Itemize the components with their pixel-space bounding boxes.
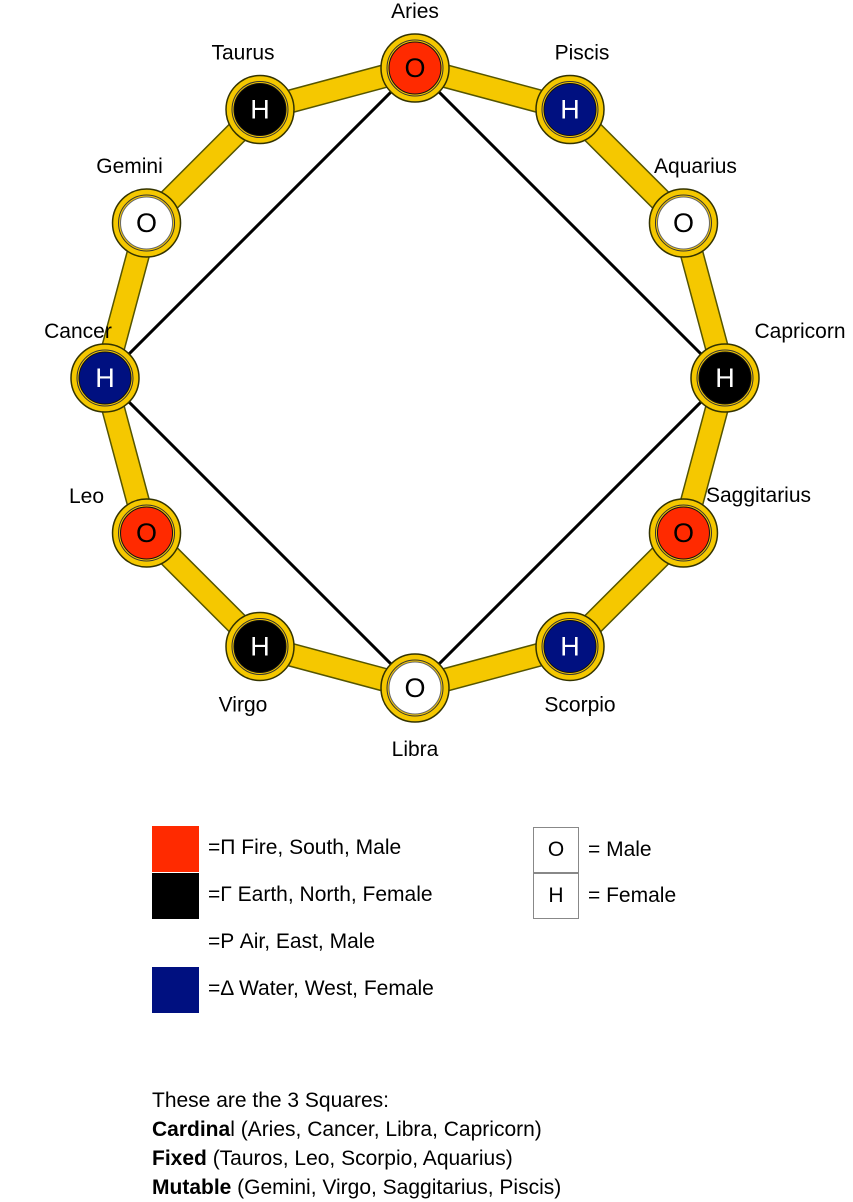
symbol-box-female: H [533,873,579,919]
note-fixed: Fixed (Tauros, Leo, Scorpio, Aquarius) [152,1144,561,1173]
node-rim-piscis [541,81,599,139]
swatch-water [152,967,199,1013]
symbol-label-male: = Male [588,838,652,861]
node-rim-scorpio [541,617,599,675]
node-fill-aries [388,41,442,95]
node-fill-libra [388,661,442,715]
node-symbol-piscis: H [560,95,580,125]
swatch-air [152,920,199,966]
node-rim-aquarius [654,194,712,252]
node-symbol-cancer: H [95,363,115,393]
node-rim-leo [118,504,176,562]
note-mutable-bold: Mutable [152,1176,232,1199]
node-symbol-aquarius: O [673,208,694,238]
node-fill-virgo [233,619,287,673]
note-cardinal-rest: l (Aries, Cancer, Libra, Capricorn) [230,1118,542,1141]
node-fill-cancer [78,351,132,405]
legend-label-fire: =Π Fire, South, Male [208,836,402,859]
swatch-earth [152,873,199,919]
swatch-fire [152,826,199,872]
note-cardinal: Cardinal (Aries, Cancer, Libra, Capricor… [152,1115,561,1144]
node-rim-aries [386,39,444,97]
node-label-saggitarius: Saggitarius [706,484,811,507]
node-rim-cancer [76,349,134,407]
node-taurus: H [225,74,295,145]
node-capricorn: H [690,343,760,413]
note-fixed-rest: (Tauros, Leo, Scorpio, Aquarius) [206,1147,513,1170]
node-rim-gemini [118,194,176,252]
node-label-taurus: Taurus [211,42,274,65]
node-fill-taurus [233,83,287,137]
node-aquarius: O [648,188,719,258]
node-leo: O [111,498,182,568]
legend-label-earth: =Γ Earth, North, Female [208,883,433,906]
node-fill-leo [120,506,174,560]
node-layer: O H O H O H O H O H O H [70,33,760,723]
zodiac-wheel: O H O H O H O H O H O H AriesTaurusGeminiCancerLeoV… [44,0,845,761]
symbol-label-female: = Female [588,884,677,907]
node-fill-piscis [543,83,597,137]
symbol-box-male: O [533,827,579,873]
note-mutable: Mutable (Gemini, Virgo, Saggitarius, Pis… [152,1173,561,1202]
note-fixed-bold: Fixed [152,1147,207,1170]
node-rim-virgo [231,617,289,675]
node-aries: O [380,33,450,103]
node-piscis: H [535,74,605,145]
node-rim-taurus [231,81,289,139]
node-label-gemini: Gemini [96,155,163,178]
note-mutable-rest: (Gemini, Virgo, Saggitarius, Piscis) [231,1176,562,1199]
node-symbol-saggitarius: O [673,518,694,548]
node-label-aquarius: Aquarius [654,155,737,178]
node-label-piscis: Piscis [555,42,610,65]
node-symbol-gemini: O [136,208,157,238]
node-label-cancer: Cancer [44,320,112,343]
node-label-scorpio: Scorpio [544,694,615,717]
node-libra: O [380,653,450,723]
node-symbol-virgo: H [250,631,270,661]
node-label-libra: Libra [392,738,439,761]
ring-layer [93,56,737,700]
node-symbol-capricorn: H [715,363,735,393]
node-label-leo: Leo [69,485,104,508]
node-label-aries: Aries [391,0,439,23]
node-cancer: H [70,343,140,413]
notes-block: These are the 3 Squares: Cardinal (Aries… [152,1086,561,1202]
node-symbol-leo: O [136,518,157,548]
node-saggitarius: O [648,498,719,568]
node-label-capricorn: Capricorn [754,320,845,343]
note-cardinal-bold: Cardina [152,1118,231,1141]
node-symbol-taurus: H [250,95,270,125]
ring-band [94,57,736,699]
node-gemini: O [111,188,182,258]
node-scorpio: H [535,611,605,682]
notes-intro: These are the 3 Squares: [152,1089,389,1112]
node-rim-capricorn [696,349,754,407]
node-symbol-libra: O [404,673,425,703]
node-fill-aquarius [656,196,710,250]
node-symbol-scorpio: H [560,631,580,661]
legend-label-water: =Δ Water, West, Female [208,977,434,1000]
node-symbol-aries: O [404,53,425,83]
node-label-virgo: Virgo [219,694,268,717]
node-fill-capricorn [698,351,752,405]
node-virgo: H [225,611,295,682]
node-fill-gemini [120,196,174,250]
node-fill-saggitarius [656,506,710,560]
node-rim-libra [386,659,444,717]
node-rim-saggitarius [654,504,712,562]
legend-label-air: =Ρ Air, East, Male [208,930,376,953]
node-fill-scorpio [543,619,597,673]
